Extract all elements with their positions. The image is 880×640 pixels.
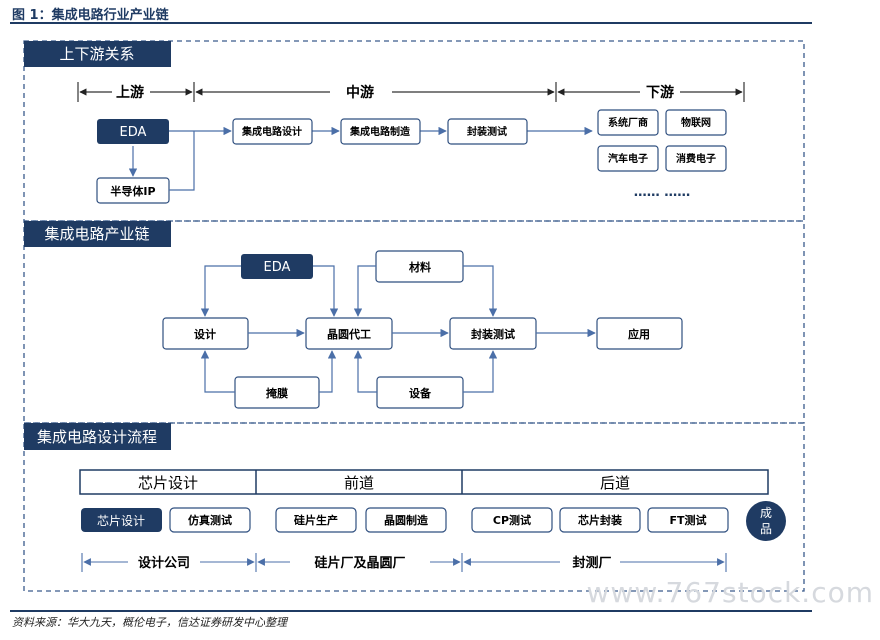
phase-front-end: 前道 <box>344 474 374 492</box>
step-chip-packaging <box>559 507 641 533</box>
section-title-bg <box>24 221 171 247</box>
eda-box <box>97 119 169 144</box>
section-title-bg <box>24 41 171 67</box>
step-label: CP测试 <box>493 513 531 527</box>
step-ft-test <box>647 507 729 533</box>
section-title: 集成电路产业链 <box>44 225 149 243</box>
bottom-label-design-co: 设计公司 <box>138 555 190 571</box>
design-label: 设计 <box>194 327 216 341</box>
mask-label: 掩膜 <box>266 386 288 400</box>
section-chain: 集成电路产业链 EDA 材料 设计 晶圆代工 封装测试 应用 掩膜 设备 <box>23 220 805 424</box>
app-label-system: 系统厂商 <box>608 116 648 129</box>
eda-label: EDA <box>120 125 147 140</box>
more-ellipsis: …… …… <box>634 185 691 200</box>
app-box-auto <box>597 145 659 172</box>
app-label-iot: 物联网 <box>681 116 711 129</box>
app-box-system <box>597 109 659 136</box>
step-label: FT测试 <box>669 513 706 527</box>
step-simulation-test <box>169 507 251 533</box>
packaging-test-label: 封装测试 <box>467 125 507 138</box>
equipment-label: 设备 <box>409 386 432 400</box>
section-title-bg <box>24 423 171 450</box>
range-indicators <box>77 82 745 102</box>
application-box <box>596 317 683 350</box>
ip-label: 半导体IP <box>110 184 155 198</box>
header-rule <box>10 22 812 24</box>
bottom-label-osat: 封测厂 <box>572 555 611 571</box>
step-label: 芯片封装 <box>578 513 622 527</box>
footer-rule <box>10 610 812 612</box>
foundry-label: 晶圆代工 <box>327 327 371 341</box>
range-label-midstream: 中游 <box>346 84 374 101</box>
section-title: 上下游关系 <box>59 45 134 63</box>
section-flow: 集成电路设计流程 芯片设计 前道 后道 芯片设计 仿真测试 硅片生产 晶圆制造 … <box>23 422 805 592</box>
chain-packaging-label: 封装测试 <box>471 327 515 341</box>
step-label: 晶圆制造 <box>384 513 429 527</box>
phase-header <box>79 469 769 495</box>
product-char-1: 成 <box>760 506 772 520</box>
bottom-ranges <box>81 553 727 572</box>
range-label-downstream: 下游 <box>646 84 674 101</box>
app-label-auto: 汽车电子 <box>608 152 648 165</box>
ic-manufacturing-box <box>340 118 421 145</box>
chain-eda-box <box>241 254 313 279</box>
materials-label: 材料 <box>409 260 431 274</box>
section-title: 集成电路设计流程 <box>37 428 157 446</box>
step-label: 硅片生产 <box>294 513 338 527</box>
section-upstream: 上下游关系 上游 中游 下游 EDA 半导体IP <box>23 40 805 222</box>
range-label-upstream: 上游 <box>116 84 144 101</box>
bottom-label-fab: 硅片厂及晶圆厂 <box>314 555 405 571</box>
phase-chip-design: 芯片设计 <box>138 474 198 492</box>
step-label: 仿真测试 <box>188 513 232 527</box>
figure-title: 图 1：集成电路行业产业链 <box>12 8 169 23</box>
step-label: 芯片设计 <box>97 514 145 528</box>
phase-back-end: 后道 <box>600 474 630 492</box>
app-box-iot <box>665 109 727 136</box>
ic-design-label: 集成电路设计 <box>241 125 302 138</box>
finished-product-badge <box>746 501 786 541</box>
step-wafer-production <box>275 507 357 533</box>
ic-design-box <box>232 118 313 145</box>
product-char-2: 品 <box>760 522 772 536</box>
application-label: 应用 <box>628 327 650 341</box>
step-wafer-fab <box>365 507 447 533</box>
watermark: www.767stock.com <box>586 576 874 609</box>
step-chip-design <box>81 508 162 532</box>
step-cp-test <box>471 507 553 533</box>
ic-manufacturing-label: 集成电路制造 <box>349 125 411 138</box>
packaging-test-box <box>447 118 528 145</box>
app-box-consumer <box>665 145 727 172</box>
app-label-consumer: 消费电子 <box>676 152 716 165</box>
source-note: 资料来源：华大九天，概伦电子，信达证券研发中心整理 <box>12 616 287 629</box>
chain-eda-label: EDA <box>264 260 291 275</box>
